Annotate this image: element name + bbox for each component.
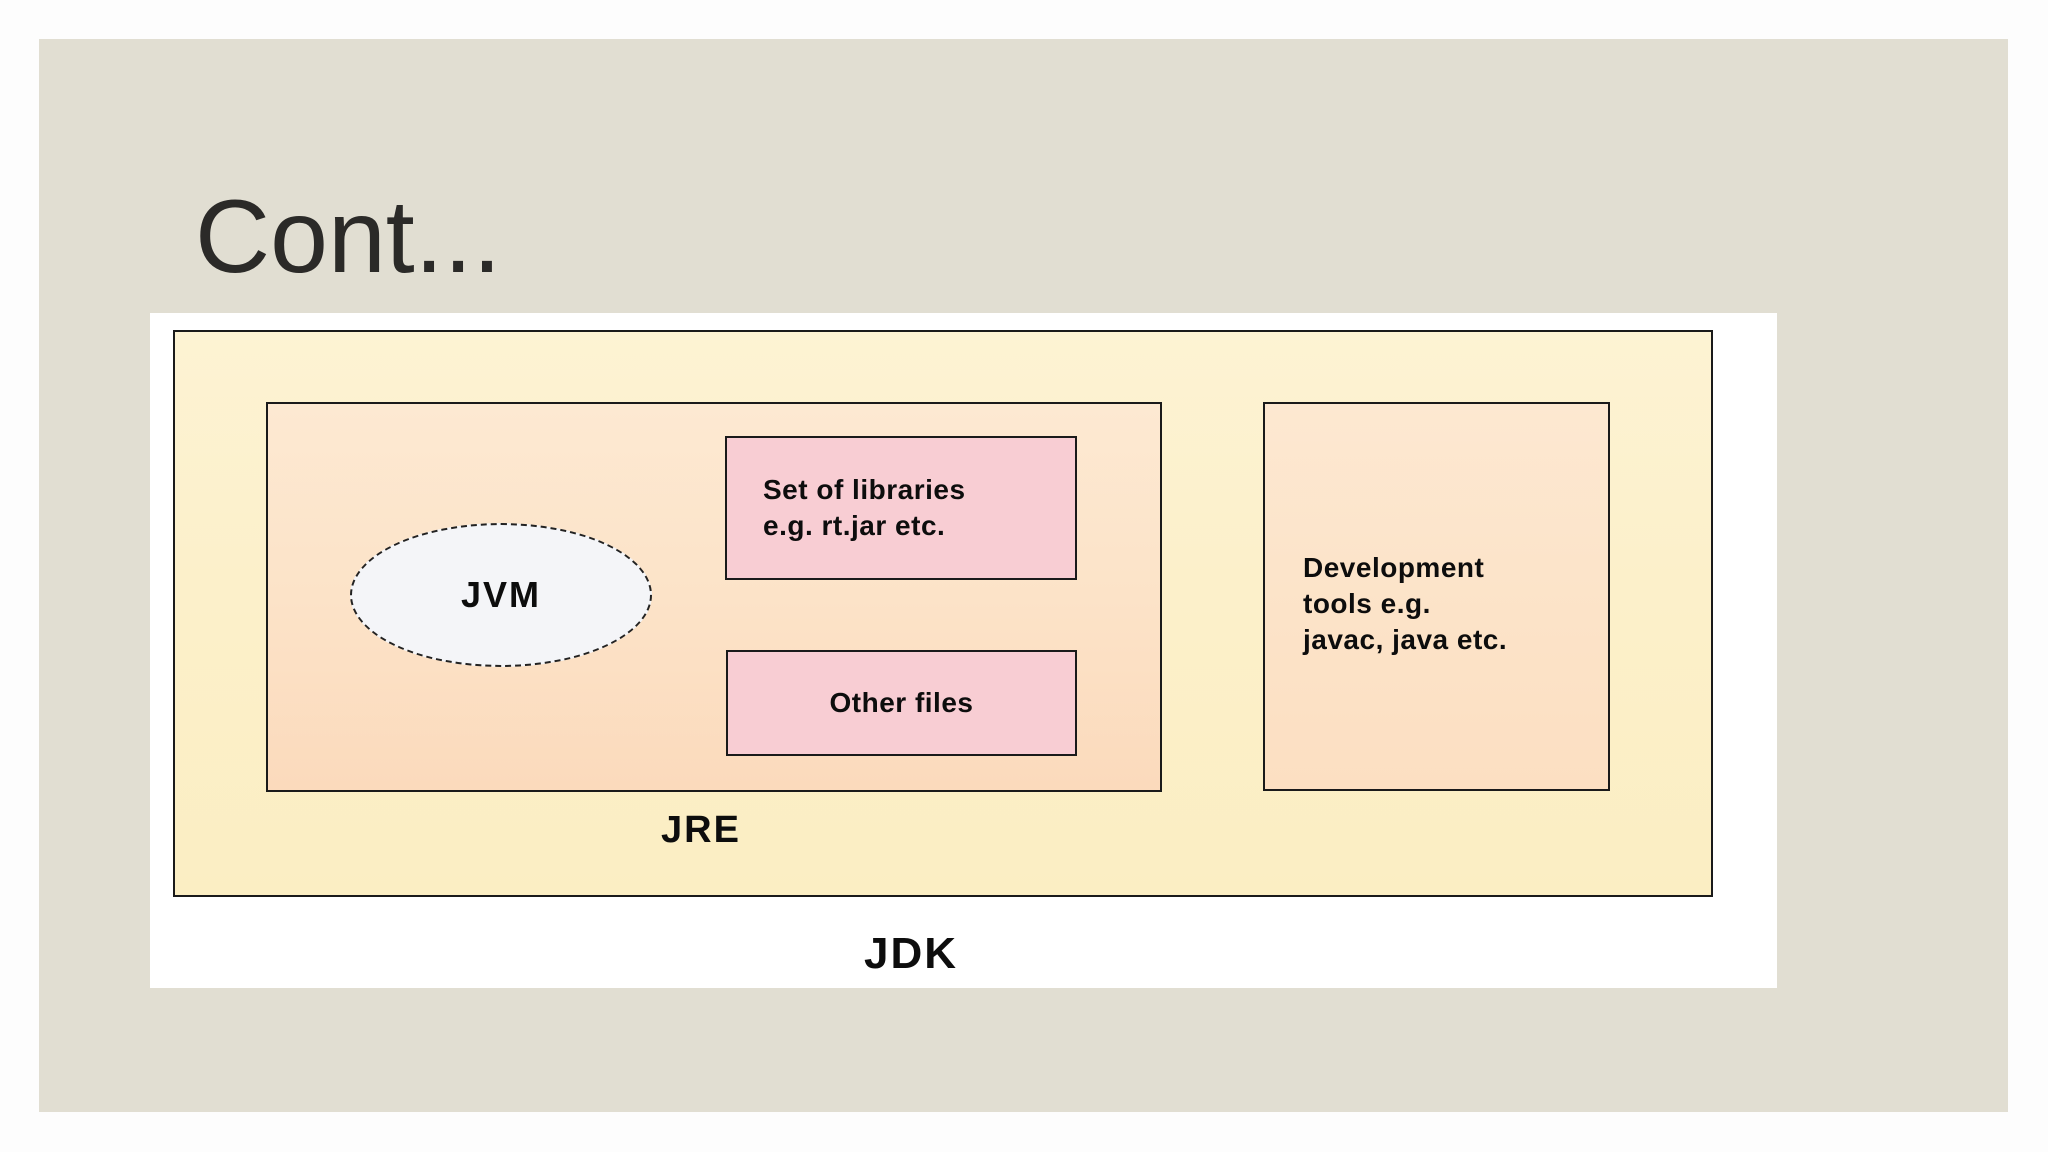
libraries-box: Set of libraries e.g. rt.jar etc.: [725, 436, 1077, 580]
jdk-label: JDK: [863, 929, 959, 978]
dev-tools-line-2: tools e.g.: [1303, 587, 1431, 619]
jvm-label: JVM: [460, 574, 542, 615]
dev-tools-box: Development tools e.g. javac, java etc.: [1263, 402, 1610, 791]
jvm-ellipse: JVM: [350, 523, 652, 667]
other-files-label: Other files: [829, 687, 974, 718]
dev-tools-line-1: Development: [1303, 551, 1485, 583]
jre-label: JRE: [661, 809, 741, 851]
libraries-line-1: Set of libraries: [763, 474, 966, 505]
slide-title: Cont...: [195, 179, 502, 295]
libraries-line-2: e.g. rt.jar etc.: [763, 510, 946, 541]
other-files-box: Other files: [726, 650, 1077, 756]
slide: Cont... JVM Set of libraries e.g. rt.jar…: [39, 39, 2008, 1112]
diagram-canvas: JVM Set of libraries e.g. rt.jar etc. Ot…: [150, 313, 1777, 988]
dev-tools-line-3: javac, java etc.: [1303, 623, 1508, 655]
